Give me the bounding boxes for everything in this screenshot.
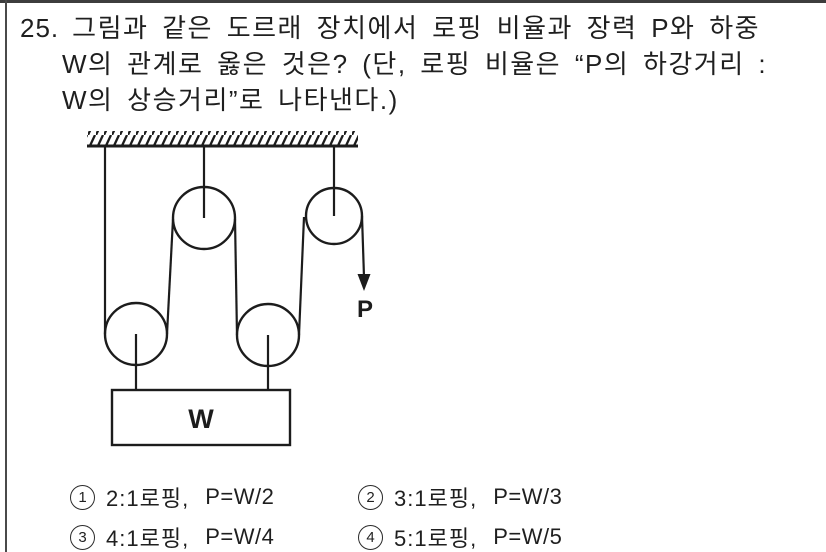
question-block: 25. 그림과 같은 도르래 장치에서 로핑 비율과 장력 P와 하중 W의 관계… xyxy=(20,10,767,118)
option-3-marker: 3 xyxy=(70,524,95,550)
option-4: 4 5:1로핑, P=W/5 xyxy=(358,521,562,552)
rope-segment-1 xyxy=(165,218,175,335)
question-text-line-2: W의 관계로 옳은 것은? (단, 로핑 비율은 “P의 하강거리 : xyxy=(62,49,768,79)
option-2-marker: 2 xyxy=(358,484,383,510)
cell-border-top xyxy=(0,0,826,3)
option-1: 1 2:1로핑, P=W/2 xyxy=(70,481,274,513)
pull-force-arrow xyxy=(357,274,371,291)
question-text-line-3: W의 상승거리”로 나타낸다.) xyxy=(62,85,399,115)
pulley-diagram: P W xyxy=(87,131,373,447)
option-1-ratio: 2:1로핑, xyxy=(106,486,190,511)
option-1-formula: P=W/2 xyxy=(205,484,275,509)
option-4-ratio: 5:1로핑, xyxy=(394,526,478,551)
question-number: 25. xyxy=(20,13,60,43)
option-2: 2 3:1로핑, P=W/3 xyxy=(358,481,562,513)
option-3-ratio: 4:1로핑, xyxy=(106,526,190,551)
cell-border-left xyxy=(5,0,7,552)
option-4-formula: P=W/5 xyxy=(493,524,563,549)
load-box xyxy=(110,388,292,447)
option-3-formula: P=W/4 xyxy=(205,524,275,549)
question-text-line-1: 그림과 같은 도르래 장치에서 로핑 비율과 장력 P와 하중 xyxy=(72,13,761,43)
question-line-1: 25. 그림과 같은 도르래 장치에서 로핑 비율과 장력 P와 하중 xyxy=(20,10,767,46)
force-label: P xyxy=(357,296,373,323)
option-2-ratio: 3:1로핑, xyxy=(394,486,478,511)
rope-segment-2 xyxy=(233,218,239,336)
option-2-formula: P=W/3 xyxy=(493,484,563,509)
fixed-pulley-1 xyxy=(171,185,237,251)
option-3: 3 4:1로핑, P=W/4 xyxy=(70,521,274,552)
option-1-marker: 1 xyxy=(70,484,95,510)
rope-segment-3 xyxy=(297,216,306,336)
ceiling-hatch xyxy=(87,131,358,145)
load-label: W xyxy=(188,404,214,434)
option-4-marker: 4 xyxy=(358,524,383,550)
pull-rope xyxy=(360,215,366,278)
